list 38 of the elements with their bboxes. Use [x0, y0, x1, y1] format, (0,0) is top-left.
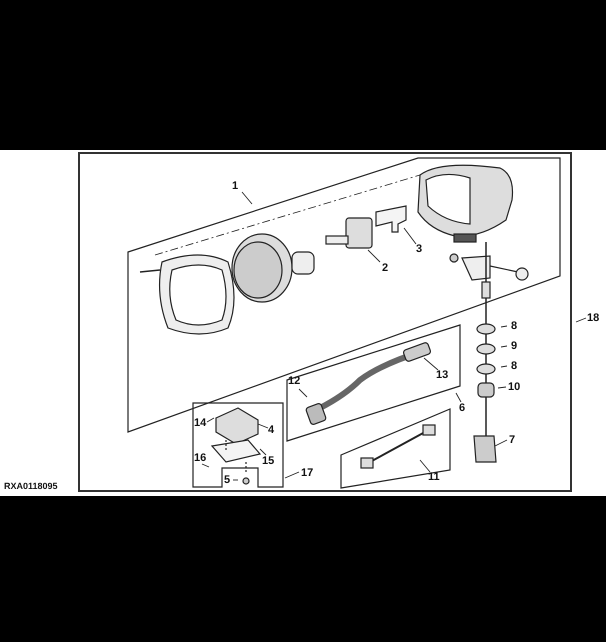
callout-number: 17 [301, 467, 314, 479]
leader-line [298, 388, 308, 398]
callout-number: 13 [436, 369, 448, 381]
callout-number: 14 [194, 417, 206, 429]
callout-number: 7 [509, 434, 516, 446]
callout-number: 6 [459, 402, 466, 414]
callout-number: 18 [587, 312, 600, 324]
callout-number: 11 [428, 471, 440, 483]
leader-line [284, 472, 300, 478]
callout-number: 3 [416, 243, 422, 255]
leader-line [368, 250, 380, 262]
callout-number: 8 [511, 320, 518, 332]
leader-line [498, 386, 506, 388]
leader-line [202, 464, 210, 468]
callout-number: 10 [508, 381, 520, 393]
callout-number: 16 [194, 452, 206, 464]
reference-code: RXA0118095 [4, 481, 58, 491]
leader-line [576, 318, 586, 322]
callout-number: 1 [232, 180, 238, 192]
leader-line [242, 192, 252, 204]
callout-number: 5 [224, 474, 230, 486]
callout-number: 2 [382, 262, 388, 274]
leader-line [494, 440, 508, 446]
callout-number: 8 [511, 360, 518, 372]
leader-line [500, 346, 508, 348]
leader-line [420, 460, 430, 472]
leader-line [404, 228, 416, 244]
leader-line [500, 326, 508, 328]
leader-line [500, 366, 508, 368]
leader-line [424, 358, 438, 370]
leader-line [260, 448, 266, 456]
leader-line [456, 392, 462, 402]
leader-line [206, 418, 214, 422]
callout-number: 15 [262, 455, 274, 467]
callout-number: 9 [511, 340, 518, 352]
callout-number: 12 [288, 375, 300, 387]
leader-line [258, 424, 268, 428]
callout-number: 4 [268, 424, 274, 436]
